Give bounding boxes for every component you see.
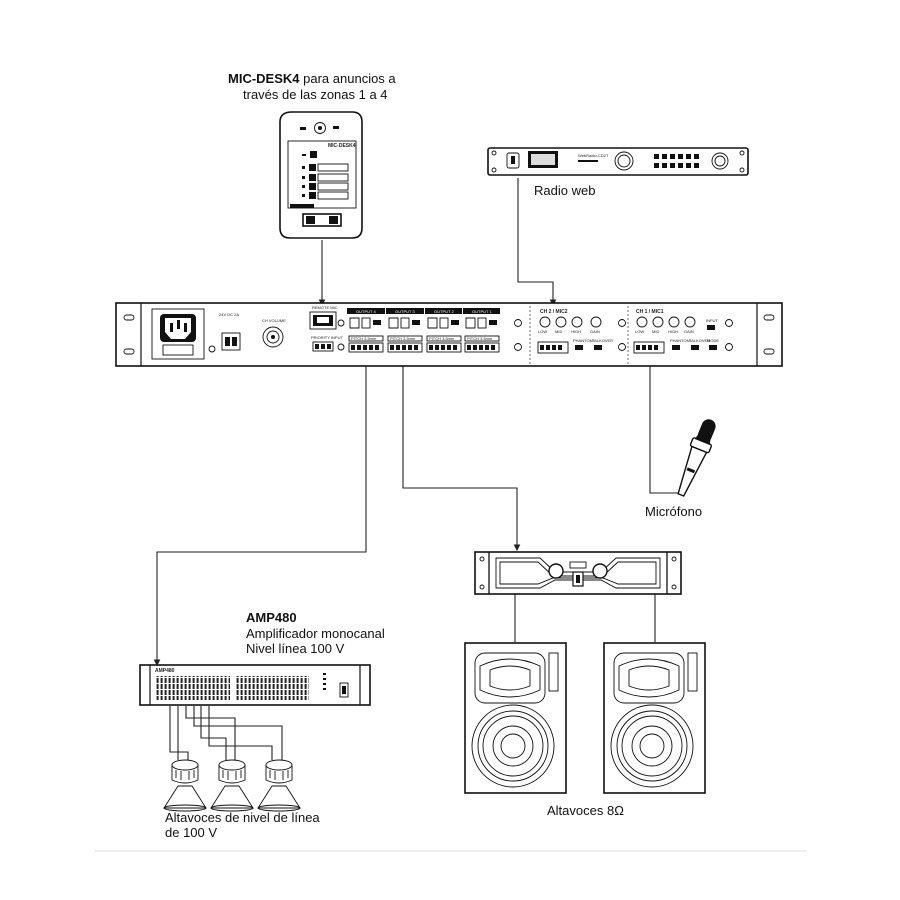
microphone-caption: Micrófono bbox=[645, 504, 703, 519]
power-button-icon bbox=[506, 152, 520, 169]
ch1-mic1-section: CH 1 / MIC1 LOW MID HIGH GAIN INPUT PHAN… bbox=[633, 309, 719, 354]
amp480-caption-line2: Amplificador monocanal bbox=[246, 626, 385, 641]
ch2-mic2-section: CH 2 / MIC2 LOW MID HIGH GAIN PHANTOM TA… bbox=[537, 309, 613, 354]
output-4-connector-label: PITCH 3.5mm bbox=[351, 336, 377, 341]
ch1-eq-mid: MID bbox=[652, 329, 659, 334]
ch-volume-text: CH VOLUME bbox=[262, 318, 286, 323]
amp480-vent-right bbox=[235, 676, 309, 700]
ch2-eq-gain: GAIN bbox=[590, 329, 600, 334]
ch2-phantom: PHANTOM bbox=[573, 338, 593, 343]
horn-speaker-3 bbox=[257, 759, 301, 812]
wire-100v-f bbox=[169, 706, 189, 760]
wire-100v-d bbox=[200, 706, 227, 760]
output-2-connector-label: PITCH 3.5mm bbox=[429, 336, 455, 341]
output-1-connector-label: PITCH 3.5mm bbox=[467, 336, 493, 341]
amp-right-knob-icon bbox=[592, 563, 608, 579]
speakers-100v-caption-line1: Altavoces de nivel de línea bbox=[165, 810, 320, 825]
micdesk-caption-title: MIC-DESK4 bbox=[228, 71, 300, 86]
output-2-label: OUTPUT 2 bbox=[434, 309, 454, 314]
ch1-mode: MODE bbox=[707, 338, 719, 343]
remote-mic-text: REMOTE MIC bbox=[312, 305, 338, 310]
amp480-vent-left bbox=[156, 676, 230, 700]
mixer-rack-unit: 24V DC 2A CH VOLUME REMOTE MIC PRIORITY … bbox=[115, 302, 783, 367]
power-rating-text: 24V DC 2A bbox=[219, 312, 239, 317]
wire-radio-to-mixer bbox=[517, 178, 557, 307]
micdesk-caption-desc1: para anuncios a bbox=[303, 71, 396, 86]
output-4-label: OUTPUT 4 bbox=[356, 309, 376, 314]
amp480-device: AMP480 bbox=[139, 664, 371, 706]
ch2-eq-high: HIGH bbox=[571, 329, 581, 334]
horn-speaker-1 bbox=[163, 759, 207, 812]
bottom-rule bbox=[95, 850, 807, 852]
amp480-caption-title: AMP480 bbox=[246, 610, 297, 625]
web-radio-device: WebRadio-CD2T bbox=[487, 147, 749, 176]
output-1-label: OUTPUT 1 bbox=[472, 309, 492, 314]
xlr-mic-socket-icon bbox=[314, 122, 326, 134]
output-1-block: OUTPUT 1 PITCH 3.5mm bbox=[463, 308, 500, 353]
output-2-block: OUTPUT 2 PITCH 3.5mm bbox=[425, 308, 462, 353]
ch2-label: CH 2 / MIC2 bbox=[540, 309, 568, 315]
micdesk-caption-line2: través de las zonas 1 a 4 bbox=[243, 87, 388, 102]
ch2-talkover: TALKOVER bbox=[592, 338, 613, 343]
microphone-icon bbox=[677, 419, 716, 497]
master-volume-knob-icon bbox=[262, 326, 284, 348]
amp480-power-switch-icon bbox=[339, 682, 349, 698]
ch1-phantom: PHANTOM bbox=[670, 338, 690, 343]
radio-tuning-knob-icon bbox=[711, 152, 729, 170]
amp480-caption-line3: Nivel línea 100 V bbox=[246, 641, 345, 656]
ch1-eq-gain: GAIN bbox=[684, 329, 694, 334]
wire-100v-e bbox=[208, 706, 273, 760]
output-3-connector-label: PITCH 3.5mm bbox=[390, 336, 416, 341]
power-amplifier-device bbox=[474, 551, 682, 595]
mic-desk4-device: MIC-DESK4 bbox=[279, 111, 363, 239]
ch1-label: CH 1 / MIC1 bbox=[636, 309, 664, 315]
speakers-8ohm-caption: Altavoces 8Ω bbox=[547, 803, 624, 818]
radio-volume-knob-icon bbox=[614, 151, 634, 171]
wire-mic-to-mixer bbox=[649, 358, 686, 494]
ch1-eq-low: LOW bbox=[635, 329, 644, 334]
ch1-eq-high: HIGH bbox=[668, 329, 678, 334]
speaker-8ohm-right bbox=[603, 642, 706, 794]
power-inlet-icon bbox=[151, 308, 205, 360]
output-3-block: OUTPUT 3 PITCH 3.5mm bbox=[386, 308, 424, 353]
wire-output4-to-amp480 bbox=[153, 352, 367, 667]
radio-model-text: WebRadio-CD2T bbox=[578, 153, 609, 158]
output-3-label: OUTPUT 3 bbox=[395, 309, 415, 314]
speakers-100v-caption-line2: de 100 V bbox=[165, 825, 218, 840]
ch1-input: INPUT bbox=[706, 318, 719, 323]
amp-left-knob-icon bbox=[548, 563, 564, 579]
priority-input-text: PRIORITY INPUT bbox=[311, 335, 343, 340]
micdesk-caption-line1: MIC-DESK4 para anuncios a bbox=[228, 71, 396, 87]
connection-wires bbox=[153, 178, 686, 760]
amp480-model-text: AMP480 bbox=[155, 668, 175, 674]
micdesk-brand-text: MIC-DESK4 bbox=[328, 143, 356, 149]
output-4-block: OUTPUT 4 PITCH 3.5mm bbox=[347, 308, 385, 353]
ch1-talkover: TALKOVER bbox=[689, 338, 710, 343]
remote-mic-rj45-port-icon bbox=[309, 311, 337, 330]
web-radio-caption: Radio web bbox=[534, 183, 596, 198]
radio-preset-buttons bbox=[654, 154, 699, 168]
speaker-8ohm-left bbox=[464, 642, 567, 794]
zone-buttons bbox=[302, 163, 349, 200]
horn-speaker-2 bbox=[210, 759, 254, 812]
wire-output3-to-power-amp bbox=[402, 352, 521, 552]
ch2-eq-low: LOW bbox=[538, 329, 547, 334]
wire-100v-c bbox=[193, 706, 283, 760]
ch2-eq-mid: MID bbox=[555, 329, 562, 334]
wire-100v-b bbox=[185, 706, 236, 760]
